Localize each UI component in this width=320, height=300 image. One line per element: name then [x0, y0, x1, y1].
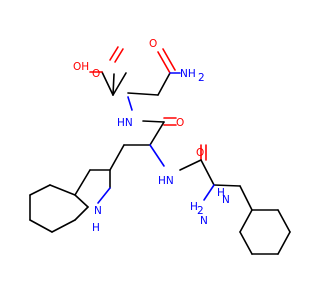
bond [112, 73, 115, 96]
nh-upper-label: HN [117, 117, 133, 129]
bond [127, 96, 133, 111]
bond [149, 121, 165, 146]
bond [74, 169, 91, 196]
amine-h-label: H [217, 187, 225, 199]
bond [213, 184, 241, 187]
bond [112, 72, 127, 96]
bond [49, 184, 76, 196]
bond [74, 206, 89, 221]
bond [109, 144, 125, 171]
bonds [29, 46, 291, 255]
bond [200, 159, 215, 186]
nh2-bottom-n: N [200, 215, 208, 227]
bond [179, 159, 202, 171]
bond [162, 48, 176, 71]
bond [149, 144, 165, 167]
bond [127, 92, 159, 96]
molecule-structure: OH O O NH 2 HN O HN O H 2 N N H H N [29, 38, 291, 255]
nh2-bottom-sub: 2 [197, 205, 204, 217]
nh-lower-label: HN [158, 175, 174, 187]
bond [109, 46, 119, 61]
bond [239, 231, 253, 255]
bond [157, 72, 171, 96]
bond [277, 209, 291, 233]
bond [97, 187, 111, 204]
bond [277, 231, 291, 255]
bond [114, 48, 124, 63]
bond [203, 184, 215, 201]
bond [239, 185, 253, 211]
nh2-top-label: NH [180, 68, 196, 80]
bond [29, 184, 51, 196]
bond [74, 194, 89, 208]
atom-labels: OH O O NH 2 HN O HN O H 2 N N H H N [73, 38, 230, 234]
bond [239, 209, 253, 233]
nh2-top-sub: 2 [198, 72, 205, 84]
bond [101, 71, 114, 96]
amide-o-label: O [149, 38, 157, 50]
bond [51, 219, 76, 233]
bond [29, 219, 53, 233]
amine-n-label: N [222, 194, 230, 206]
o-lower-label: O [196, 147, 204, 159]
acid-oh-label: OH [73, 61, 89, 73]
bond [157, 51, 171, 74]
acid-o-label: O [92, 68, 100, 80]
o-mid-label: O [176, 117, 184, 129]
indole-n-label: N [94, 205, 102, 217]
bond [142, 120, 165, 123]
nh2-bottom-h: H [190, 201, 198, 213]
indole-h-label: H [92, 222, 100, 234]
